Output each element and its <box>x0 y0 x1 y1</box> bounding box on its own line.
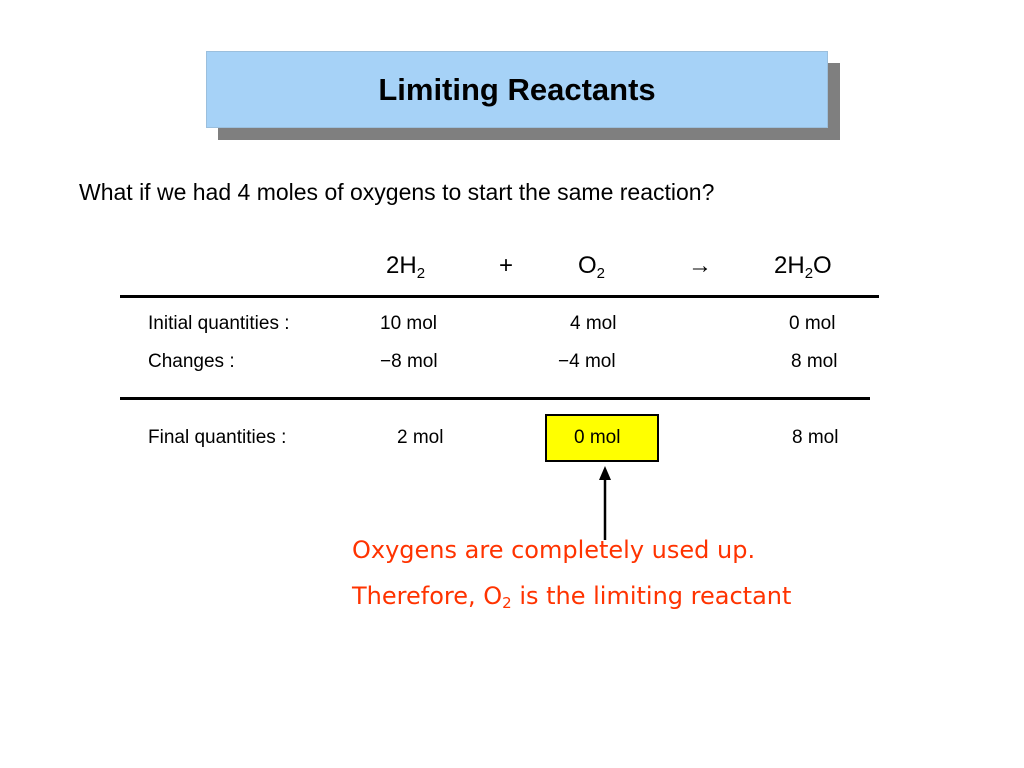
final-o2: 0 mol <box>574 427 621 448</box>
top-divider <box>120 295 879 298</box>
initial-o2: 4 mol <box>570 313 617 334</box>
initial-label: Initial quantities : <box>148 313 290 334</box>
equation-plus: + <box>499 252 514 279</box>
changes-o2: −4 mol <box>558 351 616 372</box>
final-h2: 2 mol <box>397 427 444 448</box>
bottom-divider <box>120 397 870 400</box>
note-o2-subscript: 2 <box>502 594 512 612</box>
note-line-2-suffix: is the limiting reactant <box>511 582 792 610</box>
h2o-oxygen: O <box>813 252 832 279</box>
final-h2o: 8 mol <box>792 427 839 448</box>
changes-h2o: 8 mol <box>791 351 838 372</box>
limiting-highlight-box <box>545 414 659 462</box>
pointer-arrow-icon <box>599 466 611 540</box>
changes-h2: −8 mol <box>380 351 438 372</box>
equation-arrow: → <box>688 252 712 279</box>
title-box: Limiting Reactants <box>206 51 828 128</box>
note-line-2-prefix: Therefore, O <box>352 582 503 610</box>
h2o-subscript: 2 <box>804 265 814 282</box>
note-line-1: Oxygens are completely used up. <box>352 536 756 564</box>
h2o-base: 2H <box>774 252 805 279</box>
h2-subscript: 2 <box>416 265 426 282</box>
equation-reactant-h2: 2H2 <box>386 252 425 282</box>
changes-label: Changes : <box>148 351 235 372</box>
equation-reactant-o2: O2 <box>578 252 605 282</box>
final-label: Final quantities : <box>148 427 287 448</box>
h2-base: 2H <box>386 252 417 279</box>
question-text: What if we had 4 moles of oxygens to sta… <box>79 179 715 205</box>
equation-product-h2o: 2H2O <box>774 252 832 282</box>
o2-subscript: 2 <box>596 265 606 282</box>
slide-title: Limiting Reactants <box>378 71 656 107</box>
note-line-2: Therefore, O2 is the limiting reactant <box>352 582 791 612</box>
initial-h2: 10 mol <box>380 313 438 334</box>
o2-base: O <box>578 252 597 279</box>
initial-h2o: 0 mol <box>789 313 836 334</box>
